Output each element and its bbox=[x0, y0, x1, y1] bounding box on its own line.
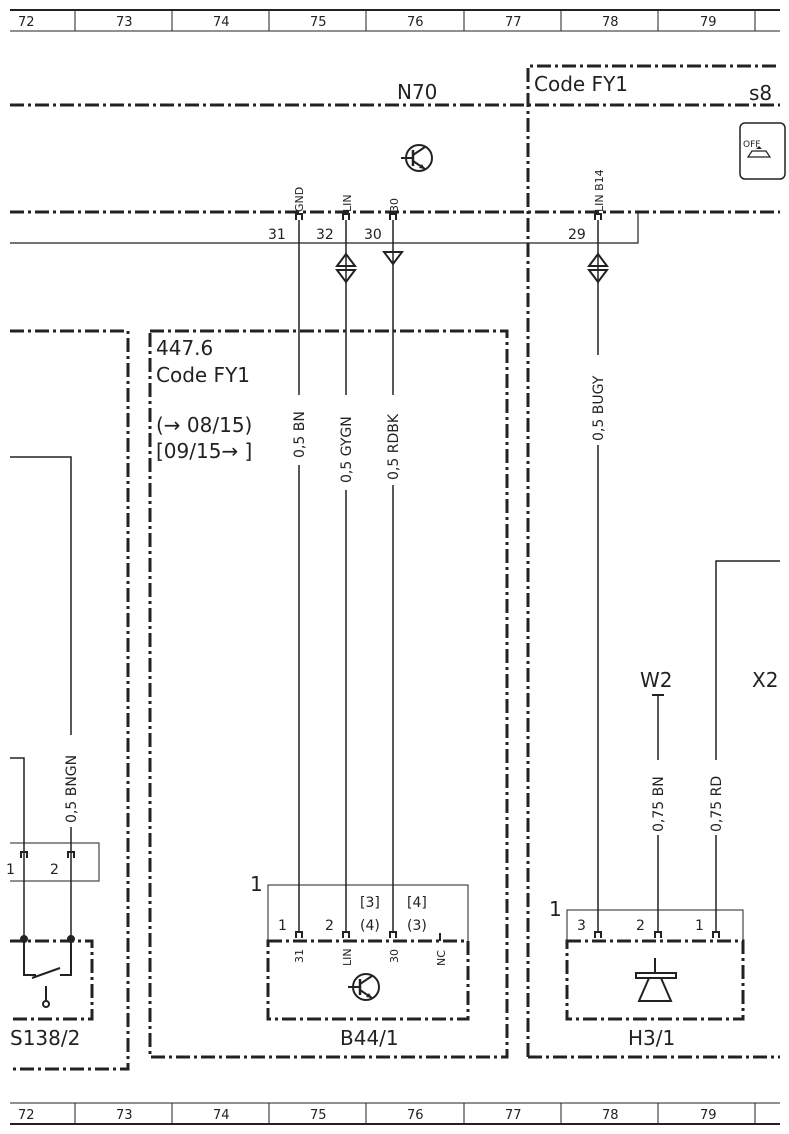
wire-label: 0,75 RD bbox=[709, 776, 725, 832]
ruler-label: 75 bbox=[310, 1108, 327, 1123]
ruler-label: 73 bbox=[116, 15, 133, 30]
pin-signal: LIN bbox=[341, 948, 354, 966]
pin-signal: GND bbox=[293, 187, 306, 212]
switch-off-text: OFF bbox=[743, 140, 760, 150]
pin-number: 2 bbox=[325, 918, 334, 934]
pin-number: 30 bbox=[364, 227, 382, 243]
label-masks bbox=[62, 355, 725, 835]
wire-label: 0,5 BUGY bbox=[591, 375, 607, 441]
transistor-icon bbox=[401, 144, 433, 172]
pin-number: 2 bbox=[50, 862, 59, 878]
ruler-label: 79 bbox=[700, 15, 717, 30]
transistor-icon bbox=[348, 973, 380, 1001]
switch-icon bbox=[20, 935, 75, 1008]
ruler-label: 73 bbox=[116, 1108, 133, 1123]
pin-number: 1 bbox=[695, 918, 704, 934]
bidirectional-arrow-icon bbox=[335, 252, 609, 284]
ruler-label: 78 bbox=[602, 15, 619, 30]
pin-number: 1 bbox=[6, 862, 15, 878]
n70-connector bbox=[10, 212, 639, 244]
ruler-label: 76 bbox=[407, 1108, 424, 1123]
component-name: S138/2 bbox=[10, 1026, 80, 1050]
component-name: H3/1 bbox=[628, 1026, 675, 1050]
n70-terminals bbox=[295, 213, 602, 221]
ruler-label: 74 bbox=[213, 15, 230, 30]
component-name: B44/1 bbox=[340, 1026, 399, 1050]
pin-signal: LIN bbox=[341, 194, 354, 212]
pin-number: 29 bbox=[568, 227, 586, 243]
pin-number: 1 bbox=[278, 918, 287, 934]
module-ref: 447.6 bbox=[156, 336, 213, 360]
x2-label: X2 bbox=[752, 668, 778, 692]
pin-number: 31 bbox=[268, 227, 286, 243]
connector-number: 1 bbox=[549, 897, 562, 921]
connector-number: 1 bbox=[250, 872, 263, 896]
wires bbox=[10, 220, 780, 933]
car-off-switch-icon: OFF bbox=[739, 122, 786, 180]
wire-label: 0,75 BN bbox=[651, 776, 667, 832]
ruler-label: 72 bbox=[18, 15, 35, 30]
h3-1-component: 1 3 2 1 H3/1 bbox=[549, 897, 745, 1050]
pin-number: 2 bbox=[636, 918, 645, 934]
pin-alt: (4) bbox=[360, 918, 380, 934]
wire-label: 0,5 RDBK bbox=[386, 413, 402, 480]
ruler-label: 74 bbox=[213, 1108, 230, 1123]
pin-signal: 31 bbox=[293, 949, 306, 963]
wire-label: 0,5 BN bbox=[292, 411, 308, 458]
wire-label: 0,5 GYGN bbox=[339, 416, 355, 483]
pin-alt: (3) bbox=[407, 918, 427, 934]
validity-label: (→ 08/15) bbox=[156, 413, 252, 437]
ruler-label: 77 bbox=[505, 1108, 522, 1123]
pin-signal: LIN B14 bbox=[593, 169, 606, 212]
b44-1-component: 1 1 2 [3] (4) [4] (3) 31 LIN 30 NC B44/1 bbox=[250, 872, 470, 1050]
pin-signal: 30 bbox=[388, 949, 401, 963]
bottom-ruler: 72 73 74 75 76 77 78 79 bbox=[10, 1102, 780, 1125]
validity-label: [09/15→ ] bbox=[156, 439, 252, 463]
ruler-label: 78 bbox=[602, 1108, 619, 1123]
ruler-label: 76 bbox=[407, 15, 424, 30]
n70-label: N70 bbox=[397, 80, 437, 104]
ruler-label: 77 bbox=[505, 15, 522, 30]
pin-alt: [4] bbox=[407, 895, 427, 911]
code-fy1-label: Code FY1 bbox=[534, 72, 628, 96]
pin-signal: NC bbox=[435, 950, 448, 966]
pin-alt: [3] bbox=[360, 895, 380, 911]
pin-number: 32 bbox=[316, 227, 334, 243]
pin-signal: 30 bbox=[388, 198, 401, 212]
module-code: Code FY1 bbox=[156, 363, 250, 387]
ruler-label: 75 bbox=[310, 15, 327, 30]
top-ruler: 72 73 74 75 76 77 78 79 bbox=[10, 9, 780, 32]
arrow-down-icon bbox=[382, 251, 404, 266]
wire-label: 0,5 BNGN bbox=[64, 755, 80, 823]
module-boundaries bbox=[10, 64, 780, 1071]
ruler-label: 79 bbox=[700, 1108, 717, 1123]
pin-number: 3 bbox=[577, 918, 586, 934]
ruler-label: 72 bbox=[18, 1108, 35, 1123]
horn-icon bbox=[635, 958, 677, 1002]
s138-2-component: 1 2 S138/2 bbox=[6, 842, 100, 1050]
w2-label: W2 bbox=[640, 668, 673, 692]
s8-label: s8 bbox=[749, 81, 772, 105]
